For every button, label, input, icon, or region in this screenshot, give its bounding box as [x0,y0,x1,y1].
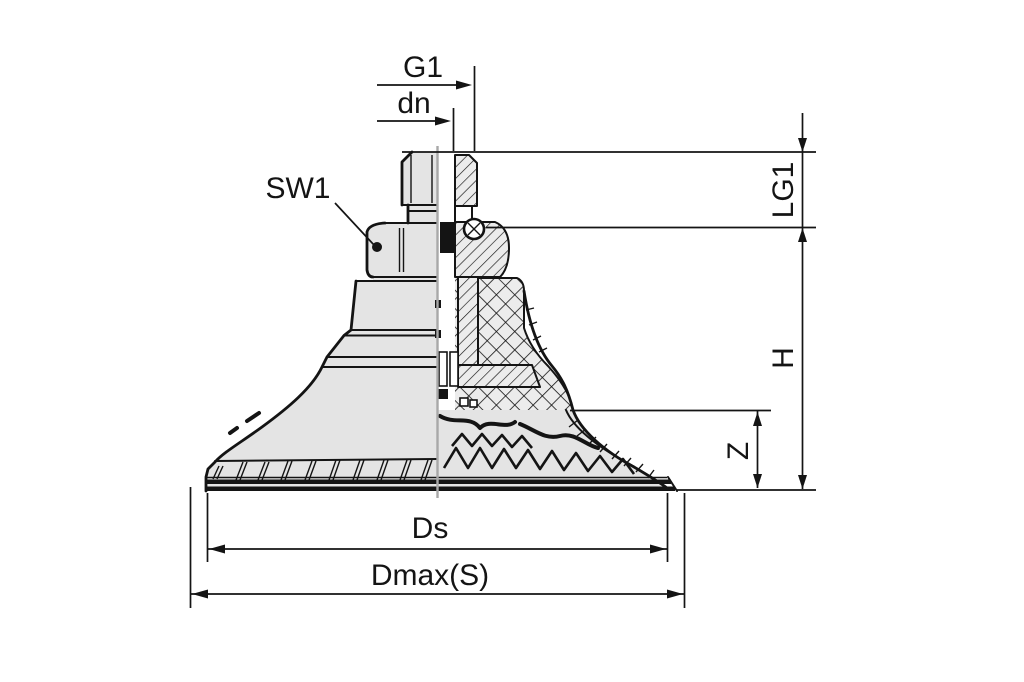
dimension-z-label: Z [722,442,755,460]
cup-outline [204,150,414,493]
fitting-foot-hatch [458,365,540,387]
dimension-dmax: Dmax(S) [189,487,686,608]
rim-band-lower [206,486,675,491]
thread-step [455,206,472,222]
dimension-ds: Ds [206,493,669,562]
bore [437,153,455,387]
nozzle-mark [438,389,448,399]
cup-body-silhouette [206,152,437,491]
cup-external-view [204,150,438,493]
fitting-wall-hatch [458,277,478,365]
dimension-dn-label: dn [397,87,430,120]
thread-section-hatch [455,155,477,206]
tube-bar-1 [438,351,448,387]
thread-section-outline [454,154,478,207]
thread-facet-lines [398,155,433,272]
dimension-dmax-label: Dmax(S) [371,559,489,592]
nozzle-detail-1 [459,397,469,407]
bell-surface-marks [228,411,261,435]
lip-wall-ticks [525,307,655,479]
cleat-zigzag-lower [442,446,636,475]
extension-lines-right [402,151,816,491]
dimension-g1: G1 [377,51,476,151]
dimension-ds-label: Ds [412,512,449,545]
dimension-lg1-h: LG1 H [767,113,807,489]
dimension-h-label: H [767,347,800,369]
dimension-sw1: SW1 [265,172,382,252]
rim-ribs [212,459,433,481]
nut-section-outline [454,221,510,278]
seal-bar [440,222,454,253]
dimension-z: Z [722,411,762,488]
cup-section-view [435,153,669,491]
dimension-dn: dn [377,87,455,151]
o-ring-section [462,217,486,241]
dimension-lg1-label: LG1 [767,162,800,219]
dimension-g1-label: G1 [403,51,443,84]
rim-end-edges [205,476,678,492]
bellows-folds [438,414,600,450]
dimension-sw1-label: SW1 [265,172,330,205]
nozzle-detail-2 [469,399,478,408]
cup-feature-lines [214,204,438,462]
cleat-zigzag-upper [451,432,533,449]
tube-bar-2 [449,351,459,387]
